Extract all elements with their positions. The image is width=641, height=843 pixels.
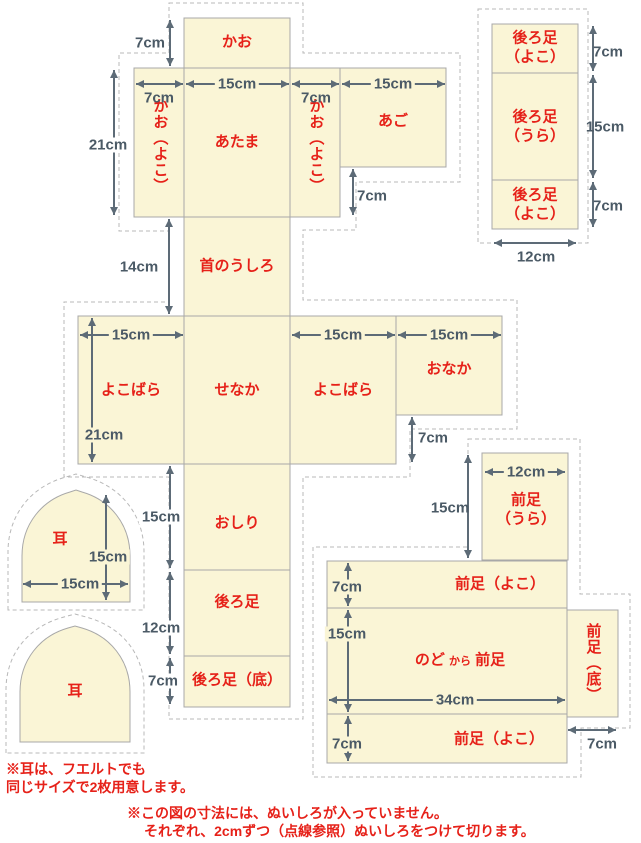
label-nodo: のど bbox=[414, 651, 445, 669]
dim-onaka-width: 15cm bbox=[426, 327, 472, 343]
label-nodo-kara-maeashi: のど から 前足 bbox=[415, 652, 505, 671]
dim-below-ago: 7cm bbox=[356, 187, 388, 205]
piece-senaka bbox=[183, 315, 291, 465]
label-maeashi-yoko-2: 前足（よこ） bbox=[453, 730, 545, 748]
piece-maeashi-yoko-1 bbox=[326, 560, 568, 609]
seam-outline-ear-2 bbox=[5, 613, 145, 754]
note-ear-line1: ※耳は、フエルトでも bbox=[6, 761, 146, 777]
dim-mimi-height: 15cm bbox=[85, 549, 131, 565]
label-ushiroashi-yoko-2: 後ろ足 （よこ） bbox=[504, 186, 566, 222]
piece-ushiroashi-soko bbox=[183, 655, 291, 708]
dim-body-row-height: 21cm bbox=[81, 427, 127, 443]
label-maeashi-soko: 前足（底） bbox=[584, 623, 602, 703]
piece-ushiroashi-yoko-2 bbox=[491, 179, 579, 230]
piece-oshiri bbox=[183, 463, 291, 571]
label-ushiroashi-yoko-1: 後ろ足 （よこ） bbox=[504, 29, 566, 65]
label-mimi-2: 耳 bbox=[67, 682, 83, 700]
label-maeashi-ura: 前足 （うら） bbox=[495, 491, 557, 527]
dim-ushiroashi-height: 12cm bbox=[138, 620, 184, 636]
dim-front-bottom-height: 7cm bbox=[328, 736, 366, 752]
dim-yokobara-right-width: 15cm bbox=[320, 327, 366, 343]
note-ear-line2: 同じサイズで2枚用意します。 bbox=[6, 779, 194, 795]
dim-yokobara-left-width: 15cm bbox=[108, 327, 154, 343]
dim-atama-width: 15cm bbox=[214, 76, 260, 92]
label-maeashi: 前足 bbox=[475, 651, 506, 669]
piece-ushiroashi bbox=[183, 569, 291, 657]
dim-mimi-width: 15cm bbox=[57, 576, 103, 592]
dim-front-width: 34cm bbox=[432, 692, 478, 708]
piece-kao bbox=[183, 17, 291, 69]
note-seam-line1: ※この図の寸法には、ぬいしろが入っていません。 bbox=[127, 805, 448, 821]
piece-kao-yoko-left bbox=[133, 67, 185, 218]
label-ushiroashi: 後ろ足 bbox=[214, 593, 260, 611]
label-atama: あたま bbox=[214, 133, 260, 151]
dim-kao-height: 7cm bbox=[134, 34, 166, 52]
label-onaka: おなか bbox=[426, 360, 472, 378]
dim-head-row-height: 21cm bbox=[85, 137, 131, 153]
dim-front-mid-height: 15cm bbox=[324, 626, 370, 642]
dim-kao-yoko-left-width: 7cm bbox=[143, 89, 175, 107]
label-yokobara-left: よこばら bbox=[100, 381, 162, 399]
piece-ushiroashi-ura bbox=[491, 72, 579, 181]
label-ago: あご bbox=[377, 112, 409, 130]
dim-hindleg-col-width: 12cm bbox=[516, 248, 556, 266]
dim-kubi-height: 14cm bbox=[119, 258, 159, 276]
label-kubi-no-ushiro: 首のうしろ bbox=[199, 257, 275, 275]
note-seam-line2: それぞれ、2cmずつ（点線参照）ぬいしろをつけて切ります。 bbox=[144, 823, 535, 839]
dim-maeashi-soko-width: 7cm bbox=[586, 735, 618, 753]
label-kao: かお bbox=[221, 33, 253, 51]
piece-kubi-no-ushiro bbox=[183, 216, 291, 317]
dim-maeashi-ura-width: 12cm bbox=[503, 464, 549, 480]
label-ushiroashi-ura: 後ろ足 （うら） bbox=[504, 108, 566, 144]
dim-hindleg-col-mid: 15cm bbox=[585, 118, 625, 136]
dim-front-top-height: 7cm bbox=[328, 579, 366, 595]
dim-kao-yoko-right-width: 7cm bbox=[300, 89, 332, 107]
label-senaka: せなか bbox=[214, 381, 260, 399]
seam-outline-ear-1 bbox=[7, 473, 145, 611]
dim-ago-width: 15cm bbox=[370, 76, 416, 92]
label-kara: から bbox=[449, 655, 471, 668]
piece-mimi-2 bbox=[19, 625, 131, 743]
label-oshiri: おしり bbox=[214, 514, 260, 532]
dim-below-onaka: 7cm bbox=[417, 429, 449, 447]
label-yokobara-right: よこばら bbox=[312, 381, 374, 399]
piece-maeashi-yoko-2 bbox=[326, 713, 568, 764]
label-maeashi-yoko-1: 前足（よこ） bbox=[454, 575, 546, 593]
dim-maeashi-ura-height: 15cm bbox=[430, 499, 470, 517]
dim-hindleg-col-top: 7cm bbox=[592, 43, 624, 61]
piece-atama bbox=[183, 67, 291, 218]
dim-ushiroashi-soko-height: 7cm bbox=[144, 673, 182, 689]
label-kao-yoko-right: かお（よこ） bbox=[307, 98, 325, 194]
label-ushiroashi-soko: 後ろ足（底） bbox=[191, 671, 283, 689]
dim-hindleg-col-bottom: 7cm bbox=[592, 197, 624, 215]
dim-oshiri-height: 15cm bbox=[138, 509, 184, 525]
label-kao-yoko-left: かお（よこ） bbox=[151, 98, 169, 194]
piece-maeashi-soko bbox=[566, 609, 619, 718]
label-mimi-1: 耳 bbox=[52, 530, 68, 548]
